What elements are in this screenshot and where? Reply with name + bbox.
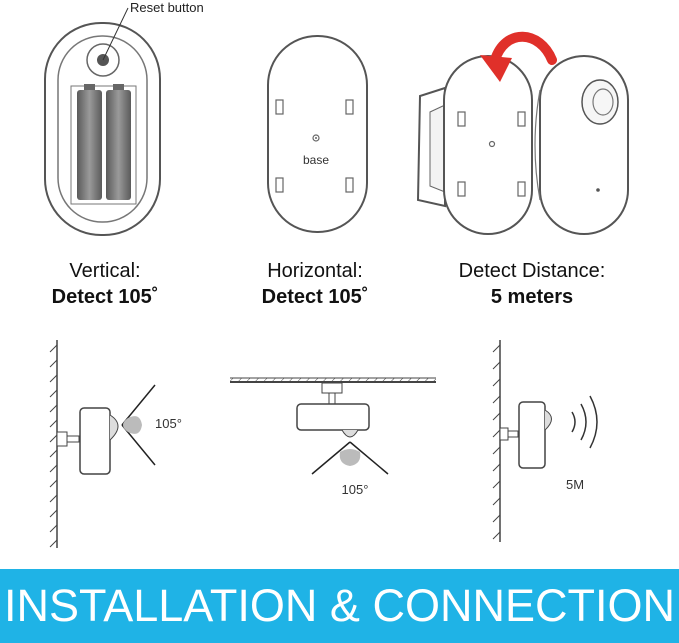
caption-distance: Detect Distance: 5 meters [432,258,632,310]
caption-vertical: Vertical: Detect 105˚ [10,258,200,310]
banner-title: INSTALLATION & CONNECTION [4,580,675,631]
sensor-back-with-batteries [44,7,161,236]
base-label: base [303,153,329,167]
installation-banner: INSTALLATION & CONNECTION [0,569,679,643]
caption-vertical-line2: Detect 105˚ [51,286,159,308]
distance-diagram [492,340,598,542]
sensor-attach-illustration [416,31,629,235]
caption-horizontal: Horizontal: Detect 105˚ [220,258,410,310]
ceiling-mount-diagram [230,377,436,475]
battery-icon [106,90,131,200]
horizontal-angle-label: 105° [342,482,369,497]
caption-horizontal-line2: Detect 105˚ [261,286,369,308]
arrow-icon [490,31,557,65]
caption-vertical-line1: Vertical: [69,260,141,282]
mounting-base [267,35,368,233]
wall-mount-diagram [49,340,156,548]
signal-wave-icon [571,411,576,433]
caption-distance-line1: Detect Distance: [458,260,606,282]
vertical-angle-label: 105° [155,416,182,431]
distance-label: 5M [566,477,584,492]
caption-horizontal-line1: Horizontal: [267,260,363,282]
battery-icon [77,90,102,200]
reset-button-label: Reset button [130,0,204,15]
caption-distance-line2: 5 meters [490,286,574,308]
